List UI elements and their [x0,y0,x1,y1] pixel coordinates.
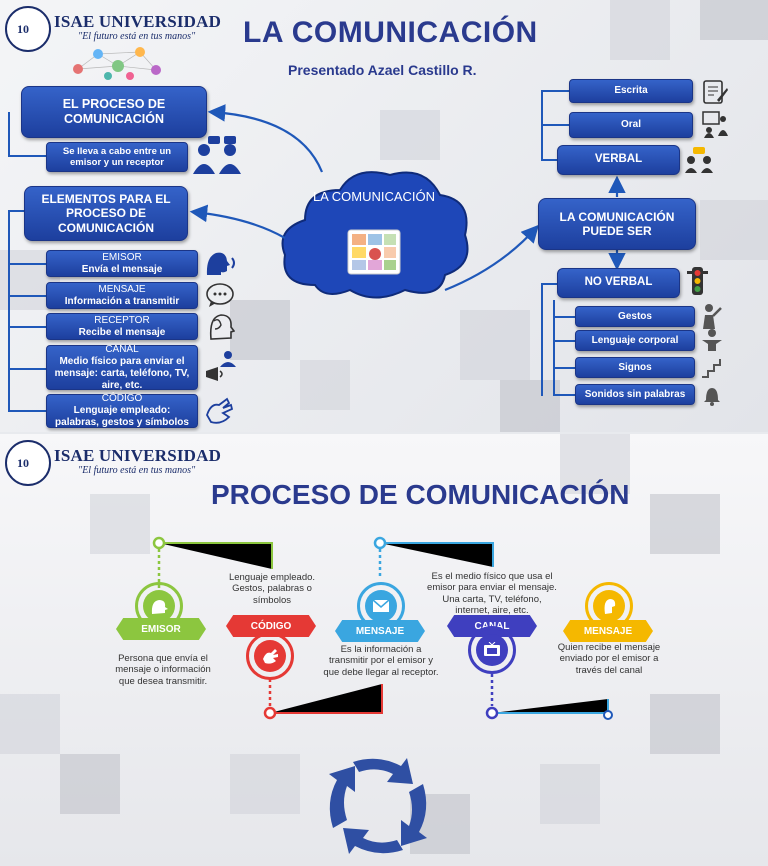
no-verbal-item-label: Sonidos sin palabras [585,389,686,401]
slide-la-comunicacion: 10 ISAE UNIVERSIDAD "El futuro está en t… [0,0,768,432]
people-conversation-icon [683,146,715,174]
hand-sign-icon [260,647,280,665]
no-verbal-item-signos: Signos [575,357,695,378]
envelope-icon [372,599,390,613]
traffic-light-icon [686,266,708,298]
no-verbal-box: NO VERBAL [557,268,680,298]
verbal-item-oral: Oral [569,112,693,138]
verbal-item-escrita: Escrita [569,79,693,103]
no-verbal-item-label: Signos [618,362,651,374]
no-verbal-item-sonidos: Sonidos sin palabras [575,384,695,405]
stairs-signs-icon [700,355,724,379]
step-text: Es el medio físico que usa el emisor par… [424,571,560,617]
no-verbal-item-label: Gestos [618,311,652,323]
step-text: Persona que envía el mensaje o informaci… [108,653,218,687]
verbal-label: VERBAL [595,153,642,167]
step-text: Lenguaje empleado. Gestos, palabras o sí… [218,572,326,606]
body-language-icon [699,328,725,352]
puede-ser-box: LA COMUNICACIÓN PUEDE SER [538,198,696,250]
cycle-arrows-icon [323,754,433,858]
puede-ser-label: LA COMUNICACIÓN PUEDE SER [550,210,685,239]
ear-icon [600,597,618,615]
no-verbal-item-lenguaje-corporal: Lenguaje corporal [575,330,695,351]
canal-ring [468,626,516,674]
slide-proceso-comunicacion: 10 ISAE UNIVERSIDAD "El futuro está en t… [0,434,768,866]
no-verbal-item-label: Lenguaje corporal [592,335,679,347]
step-text: Es la información a transmitir por el em… [320,644,442,678]
speaking-head-icon [149,597,169,615]
gesture-person-icon [698,302,724,330]
bell-sound-icon [700,382,724,406]
verbal-item-label: Oral [621,119,641,131]
codigo-ring [246,632,294,680]
no-verbal-label: NO VERBAL [585,276,653,290]
writing-icon [701,78,729,106]
no-verbal-item-gestos: Gestos [575,306,695,327]
tv-icon [483,642,501,658]
step-label: MENSAJE [335,620,425,642]
verbal-box: VERBAL [557,145,680,175]
verbal-item-label: Escrita [614,85,647,97]
step-label: MENSAJE [563,620,653,642]
step-text: Quien recibe el mensaje enviado por el e… [552,642,666,676]
presentation-icon [701,110,729,138]
step-label: EMISOR [116,618,206,640]
